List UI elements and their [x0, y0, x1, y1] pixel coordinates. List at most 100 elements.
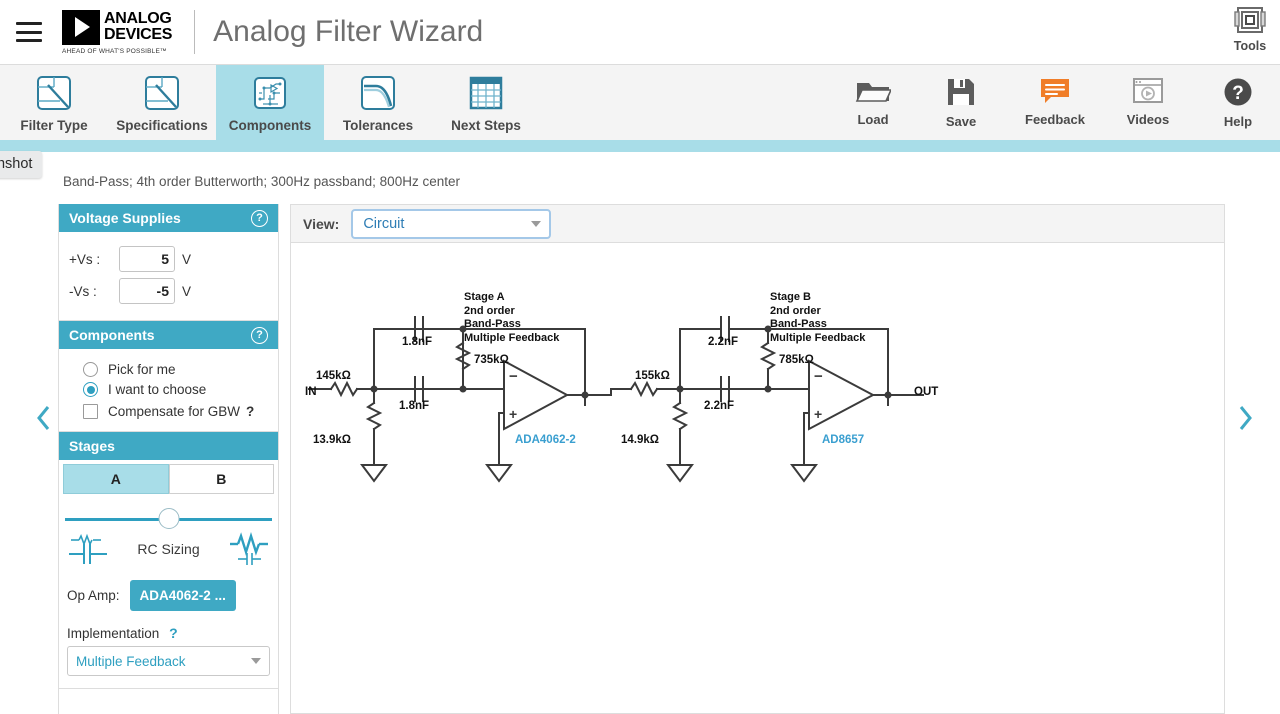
stage-selector: A B [61, 462, 276, 494]
voltage-supplies-body: +Vs : V -Vs : V [59, 232, 278, 321]
tools-label: Tools [1233, 39, 1267, 53]
implementation-dropdown[interactable]: Multiple Feedback [67, 646, 270, 676]
implementation-value: Multiple Feedback [76, 653, 186, 669]
stage-b-note-line-4: Multiple Feedback [770, 331, 866, 344]
negative-supply-input[interactable] [119, 278, 175, 304]
teal-accent-bar [0, 140, 1280, 152]
floppy-disk-icon [948, 79, 974, 105]
out-label: OUT [914, 386, 938, 398]
app-header: ANALOG DEVICES AHEAD OF WHAT'S POSSIBLE™… [0, 0, 1280, 65]
tools-button[interactable]: Tools [1230, 4, 1270, 53]
toolbar-feedback-label: Feedback [1025, 112, 1085, 127]
tab-filter-type-label: Filter Type [20, 118, 88, 133]
components-title: Components [69, 327, 155, 343]
folder-icon [855, 83, 891, 102]
stages-body: A B [59, 460, 278, 689]
compensate-gbw-help-icon[interactable]: ? [246, 404, 255, 419]
page-title: Analog Filter Wizard [213, 15, 484, 48]
toolbar-videos[interactable]: Videos [1108, 65, 1188, 140]
left-sidebar: Voltage Supplies ? +Vs : V -Vs : V [58, 204, 279, 714]
stage-b-rin-label: 155kΩ [635, 370, 670, 382]
panel-components: Components ? Pick for me I want to choos… [59, 321, 278, 432]
toolbar-load[interactable]: Load [833, 65, 913, 140]
toolbar-feedback[interactable]: Feedback [1015, 65, 1095, 140]
stage-tab-a[interactable]: A [63, 464, 169, 494]
opamp-b-minus-sign: − [814, 368, 823, 385]
tab-next-steps[interactable]: Next Steps [432, 65, 540, 140]
next-page-button[interactable] [1232, 400, 1258, 436]
negative-supply-row: -Vs : V [69, 278, 268, 304]
stage-b-note: Stage B 2nd order Band-Pass Multiple Fee… [770, 291, 865, 345]
stage-b-note-line-1: Stage B [770, 291, 811, 303]
tab-next-steps-label: Next Steps [451, 118, 521, 133]
chevron-left-icon [36, 406, 49, 430]
view-dropdown-value: Circuit [363, 215, 405, 232]
components-help-icon[interactable]: ? [251, 326, 268, 344]
radio-pick-for-me[interactable]: Pick for me [83, 362, 268, 377]
tab-specifications-label: Specifications [116, 118, 208, 133]
brand-tagline: AHEAD OF WHAT'S POSSIBLE™ [62, 47, 167, 55]
toolbar-help-label: Help [1223, 114, 1253, 129]
circuit-view-panel: View: Circuit Stage A 2nd order Band-Pas… [290, 204, 1225, 714]
main-content: Band-Pass; 4th order Butterworth; 300Hz … [0, 152, 1280, 714]
prev-page-button[interactable] [30, 400, 56, 436]
negative-supply-unit: V [182, 283, 192, 299]
schematic-canvas: Stage A 2nd order Band-Pass Multiple Fee… [291, 243, 1224, 713]
stage-b-note-line-2: 2nd order [770, 304, 821, 317]
stage-a-rgnd-label: 13.9kΩ [313, 434, 351, 446]
tools-icon [1234, 7, 1266, 33]
main-tabbar: Filter Type Specifications [0, 65, 1280, 178]
chevron-down-icon [531, 220, 542, 227]
stage-b-ctop-label: 2.2nF [708, 336, 738, 348]
opamp-select-button[interactable]: ADA4062-2 ... [129, 580, 236, 611]
positive-supply-unit: V [182, 251, 192, 267]
stage-a-rin-label: 145kΩ [316, 370, 351, 382]
tolerances-icon [361, 76, 395, 110]
toolbar-help[interactable]: ? Help [1198, 65, 1278, 140]
tab-components-label: Components [228, 118, 312, 133]
radio-i-want-to-choose[interactable]: I want to choose [83, 382, 268, 397]
filter-circuit-schematic: − + − + IN 145kΩ 13.9kΩ 1.8nF 1.8nF 735k… [305, 316, 938, 483]
checkbox-compensate-gbw[interactable]: Compensate for GBW ? [83, 404, 268, 419]
view-toolbar: View: Circuit [291, 205, 1224, 243]
view-dropdown[interactable]: Circuit [351, 208, 552, 239]
opamp-b-plus-sign: + [814, 406, 822, 422]
voltage-supplies-help-icon[interactable]: ? [251, 209, 268, 227]
hamburger-menu-icon[interactable] [16, 22, 42, 42]
radio-i-want-to-choose-label: I want to choose [108, 382, 207, 397]
analog-devices-logo: ANALOG DEVICES AHEAD OF WHAT'S POSSIBLE™ [62, 9, 172, 55]
checkbox-compensate-gbw-label: Compensate for GBW [108, 404, 241, 419]
tab-filter-type[interactable]: Filter Type [0, 65, 108, 140]
positive-supply-label: +Vs : [69, 251, 101, 267]
rc-sizing-slider[interactable] [65, 508, 272, 530]
stage-b-rfb-label: 785kΩ [779, 354, 814, 366]
stage-a-cmid-label: 1.8nF [399, 400, 429, 412]
positive-supply-input[interactable] [119, 246, 175, 272]
stage-a-ctop-label: 1.8nF [402, 336, 432, 348]
components-header: Components ? [59, 321, 278, 349]
question-mark-icon: ? [1224, 78, 1252, 106]
svg-text:?: ? [1232, 83, 1244, 104]
opamp-a-plus-sign: + [509, 406, 517, 422]
filter-type-icon [37, 76, 71, 110]
cap-large-res-small-icon [69, 533, 107, 564]
toolbar-save[interactable]: Save [921, 65, 1001, 140]
in-label: IN [305, 386, 317, 398]
positive-supply-row: +Vs : V [69, 246, 268, 272]
toolbar-load-label: Load [857, 112, 889, 127]
chevron-right-icon [1239, 406, 1252, 430]
tab-tolerances-label: Tolerances [342, 118, 414, 133]
stage-b-opamp-label: AD8657 [822, 434, 864, 446]
opamp-a-minus-sign: − [509, 368, 518, 385]
tab-specifications[interactable]: Specifications [108, 65, 216, 140]
stage-tab-b[interactable]: B [168, 464, 274, 494]
rc-sizing-slider-knob[interactable] [158, 508, 179, 529]
res-large-cap-small-icon [230, 532, 268, 565]
stage-a-note: Stage A 2nd order Band-Pass Multiple Fee… [464, 291, 559, 345]
implementation-help-icon[interactable]: ? [169, 625, 178, 641]
tab-components[interactable]: Components [216, 65, 324, 140]
implementation-label: Implementation [67, 626, 160, 641]
tab-tolerances[interactable]: Tolerances [324, 65, 432, 140]
voltage-supplies-title: Voltage Supplies [69, 210, 181, 226]
radio-pick-for-me-icon [83, 362, 98, 377]
